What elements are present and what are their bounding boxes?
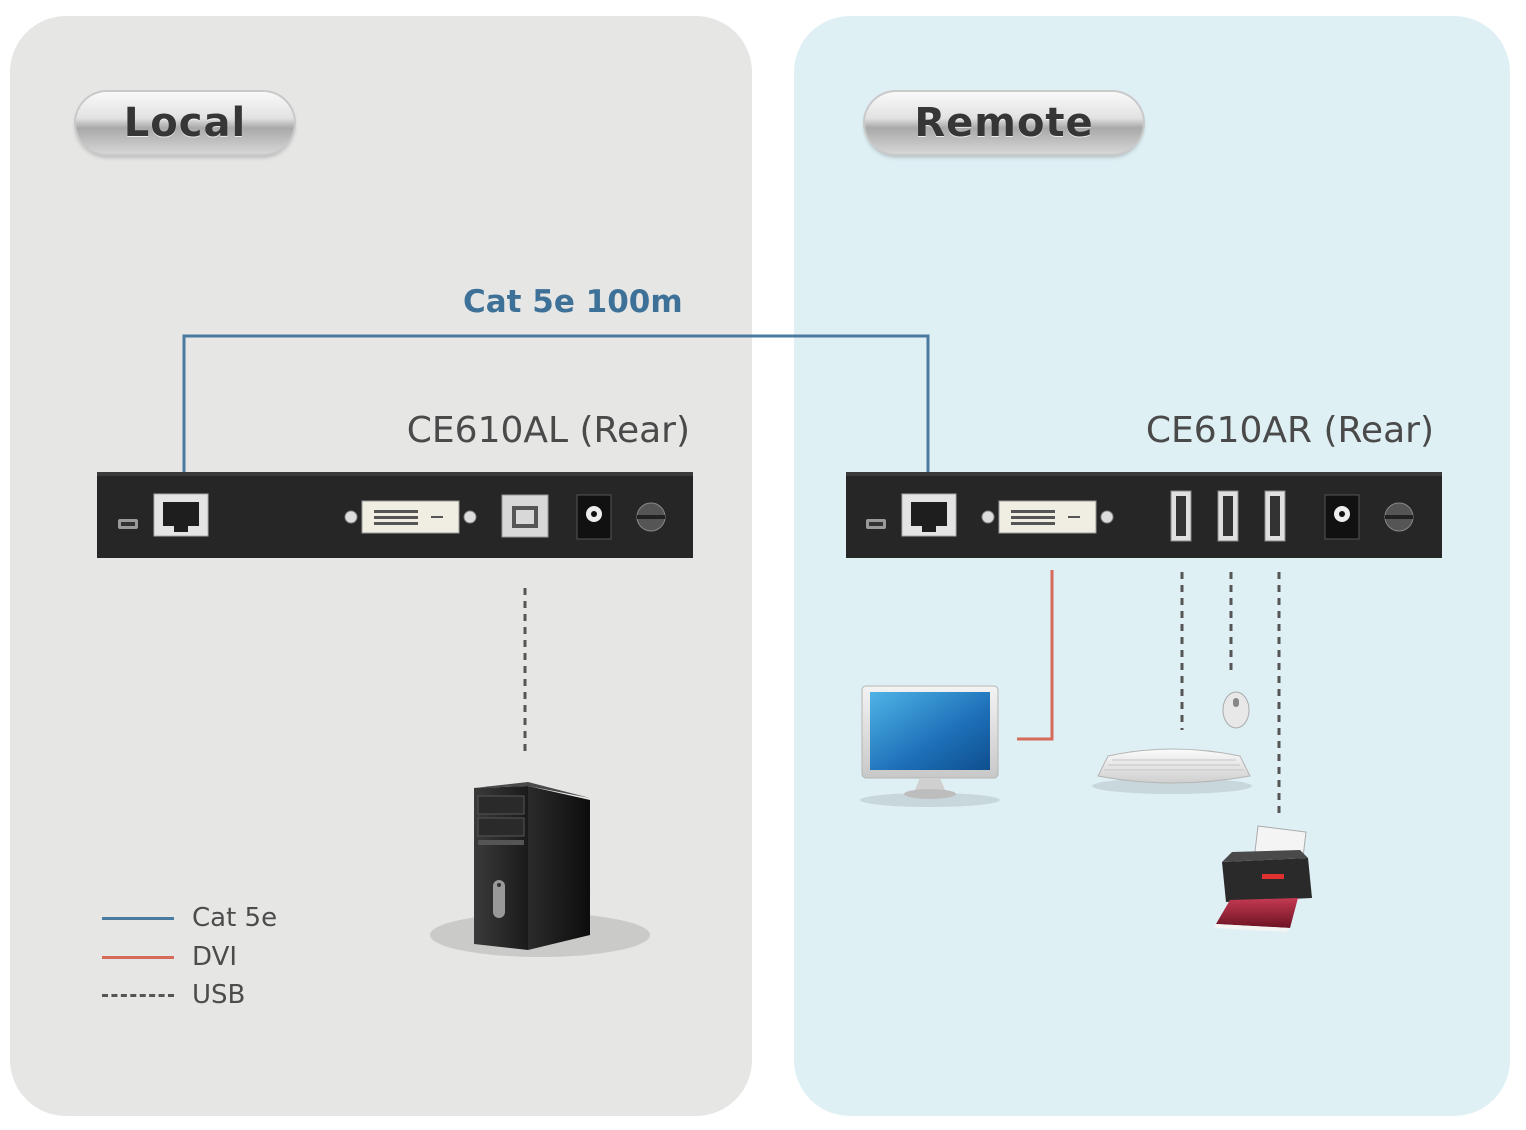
usb-a-port-icon [1264,490,1286,542]
mouse-icon [1222,691,1250,729]
micro-usb-port-icon [866,519,886,529]
local-title-badge: Local [76,92,294,154]
computer-tower-icon [430,782,650,957]
keyboard-icon [1092,748,1252,794]
legend-label: Cat 5e [192,903,278,933]
legend-swatch-cat5e [102,916,174,920]
cat5e-cable-line [182,334,930,478]
usb-a-port-icon [1170,490,1192,542]
remote-title-badge: Remote [865,92,1143,154]
ground-icon [636,502,666,532]
local-device-label: CE610AL (Rear) [406,410,690,451]
dvi-cable-line [1017,570,1054,741]
remote-device-label: CE610AR (Rear) [1145,410,1434,451]
legend-swatch-usb [102,993,174,997]
power-port-icon [1324,494,1360,540]
micro-usb-port-icon [118,519,138,529]
legend-swatch-dvi [102,955,174,959]
rj45-port-icon [153,493,209,537]
local-device [97,472,693,558]
legend-item-cat5e: Cat 5e [102,903,277,933]
legend-item-usb: USB [102,980,245,1010]
usb-a-port-icon [1217,490,1239,542]
usb-b-port-icon [501,494,549,538]
printer-icon [1214,825,1312,932]
legend-label: USB [192,980,246,1010]
legend-label: DVI [192,942,238,972]
cable-label: Cat 5e 100m [463,284,683,320]
dvi-port-icon [344,500,477,534]
local-panel [10,16,752,1116]
monitor-icon [860,685,1000,807]
rj45-port-icon [901,493,957,537]
legend-item-dvi: DVI [102,942,237,972]
dvi-port-icon [981,500,1114,534]
remote-panel [794,16,1510,1116]
remote-device [846,472,1442,558]
ground-icon [1384,502,1414,532]
power-port-icon [576,494,612,540]
